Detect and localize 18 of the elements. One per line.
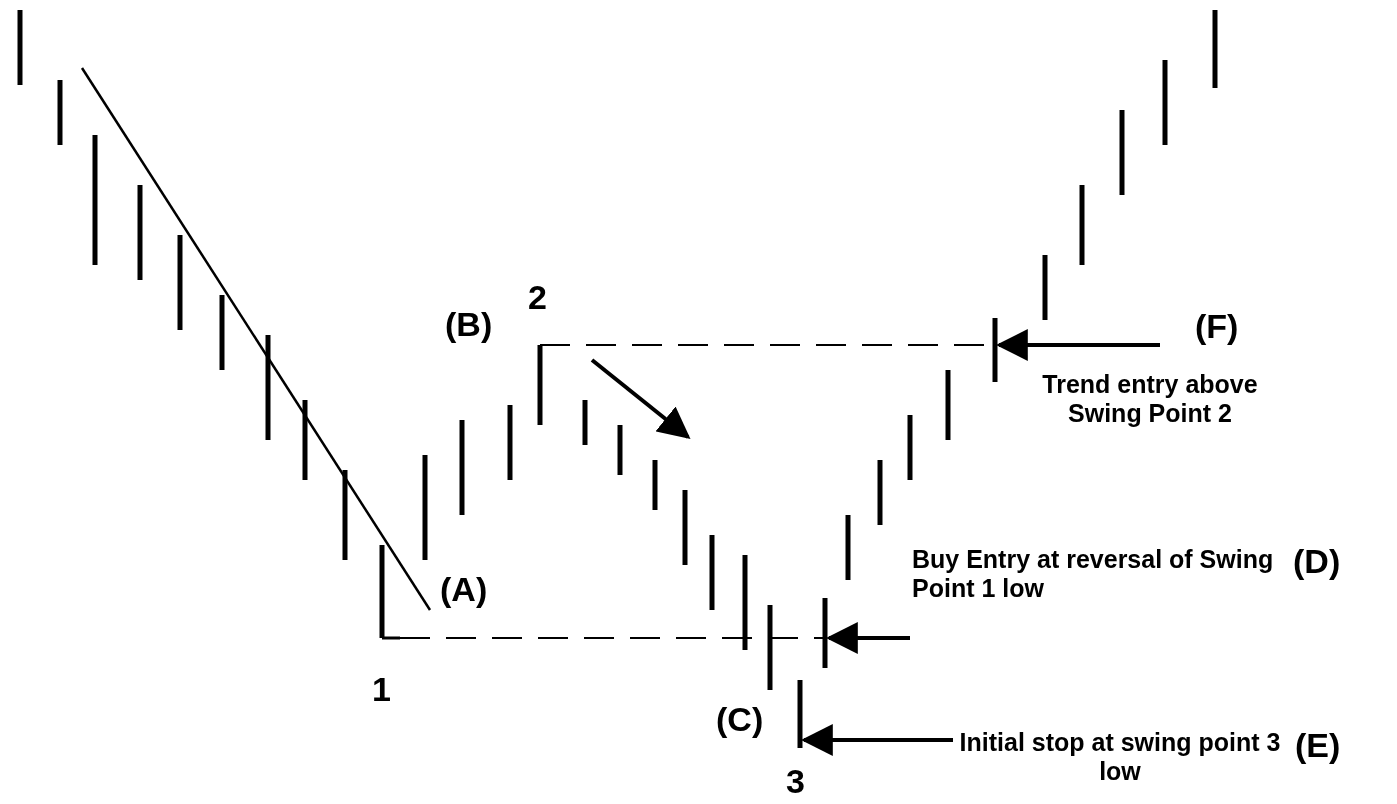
arrow: [995, 329, 1160, 361]
arrow: [825, 622, 910, 654]
point-marker-label: (E): [1295, 726, 1341, 766]
point-marker-label: (F): [1195, 307, 1239, 347]
point-label: (A): [440, 570, 488, 610]
arrow: [800, 724, 953, 756]
annotation-text: Initial stop at swing point 3 low: [955, 728, 1285, 786]
price-bar: [992, 318, 998, 382]
point-label: 3: [786, 762, 805, 802]
price-bar: [822, 598, 828, 668]
point-label: (B): [445, 305, 493, 345]
point-label: (C): [716, 700, 764, 740]
point-label: 1: [372, 670, 391, 710]
annotation-text: Buy Entry at reversal of Swing Point 1 low: [912, 545, 1292, 603]
point-label: 2: [528, 278, 547, 318]
point-marker-label: (D): [1293, 542, 1341, 582]
annotation-text: Trend entry above Swing Point 2: [1030, 370, 1270, 428]
price-bar: [797, 680, 803, 748]
